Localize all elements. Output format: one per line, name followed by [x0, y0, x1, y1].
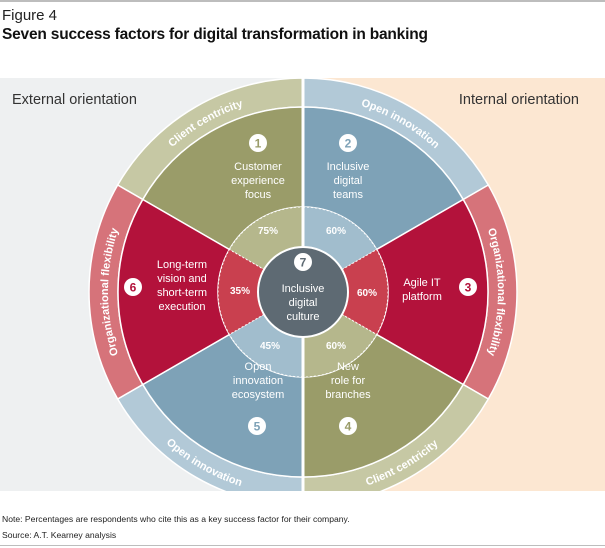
factor-number: 4 — [345, 420, 352, 434]
factor-percent: 35% — [230, 286, 250, 297]
factor-label-line: digital — [334, 175, 363, 187]
factor-label-line: execution — [158, 301, 205, 313]
factor-label-line: ecosystem — [232, 389, 285, 401]
top-rule — [0, 0, 605, 2]
factor-label-line: innovation — [233, 375, 283, 387]
factor-label-line: experience — [231, 175, 285, 187]
note-text: Note: Percentages are respondents who ci… — [2, 514, 350, 524]
factor-percent: 45% — [260, 341, 280, 352]
factor-label-line: Open — [245, 361, 272, 373]
factor-label-line: platform — [402, 291, 442, 303]
factor-number-badge — [339, 417, 357, 435]
center-circle — [257, 246, 349, 338]
factor-label-line: Inclusive — [327, 161, 370, 173]
factor-percent: 60% — [326, 226, 346, 237]
factor-label-line: Agile IT — [403, 277, 441, 289]
percent-band-6 — [217, 248, 265, 336]
factor-number: 2 — [345, 137, 352, 151]
factor-label-line: focus — [245, 189, 272, 201]
factor-number: 1 — [255, 137, 262, 151]
factor-percent: 60% — [357, 288, 377, 299]
factor-number: 5 — [254, 420, 261, 434]
figure-title: Seven success factors for digital transf… — [2, 26, 428, 43]
factor-number: 3 — [465, 281, 472, 295]
center-label-line: culture — [286, 311, 319, 323]
factor-number: 7 — [300, 256, 307, 270]
factor-number-badge — [248, 417, 266, 435]
factor-number-badge — [459, 278, 477, 296]
figure-label: Figure 4 — [2, 7, 58, 24]
factor-number-badge — [124, 278, 142, 296]
factor-label-line: New — [337, 361, 359, 373]
bottom-rule — [0, 545, 605, 546]
external-orientation-label: External orientation — [12, 92, 137, 108]
factor-percent: 75% — [258, 226, 278, 237]
center-label-line: Inclusive — [282, 283, 325, 295]
center-label-line: digital — [289, 297, 318, 309]
factor-label-line: short-term — [157, 287, 207, 299]
factor-label-line: vision and — [157, 273, 207, 285]
factor-label-line: Customer — [234, 161, 282, 173]
source-text: Source: A.T. Kearney analysis — [2, 530, 117, 540]
factor-label-line: Long-term — [157, 259, 207, 271]
factor-number-badge — [339, 134, 357, 152]
factor-number-badge — [294, 253, 312, 271]
factor-label-line: teams — [333, 189, 363, 201]
factor-number-badge — [249, 134, 267, 152]
factor-number: 6 — [130, 281, 137, 295]
factor-label-line: role for — [331, 375, 366, 387]
factor-label-line: branches — [325, 389, 371, 401]
factor-percent: 60% — [326, 341, 346, 352]
internal-orientation-label: Internal orientation — [459, 92, 579, 108]
